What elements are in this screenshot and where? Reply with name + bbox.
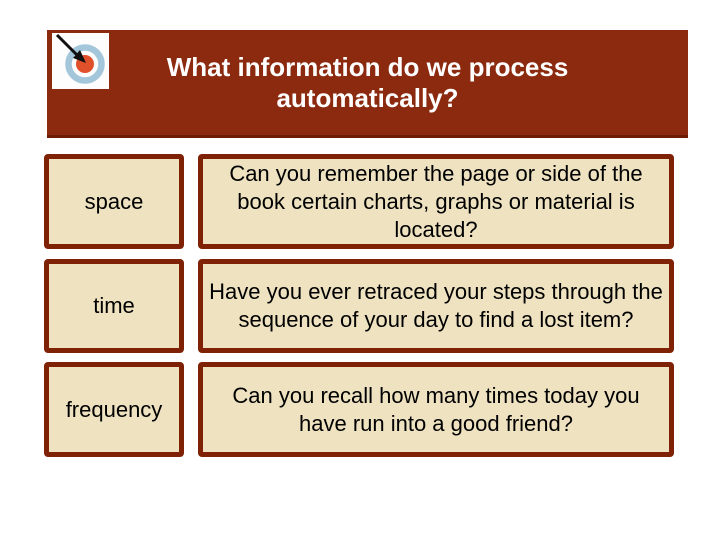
label-box-time: time (44, 259, 184, 353)
title-banner: What information do we process automatic… (47, 30, 688, 138)
row-space: space Can you remember the page or side … (0, 154, 720, 249)
label-box-frequency: frequency (44, 362, 184, 457)
question-box-time: Have you ever retraced your steps throug… (198, 259, 674, 353)
question-box-frequency: Can you recall how many times today you … (198, 362, 674, 457)
slide-title: What information do we process automatic… (166, 51, 569, 113)
bullseye-target-icon (52, 33, 109, 89)
label-box-space: space (44, 154, 184, 249)
row-frequency: frequency Can you recall how many times … (0, 362, 720, 457)
question-box-space: Can you remember the page or side of the… (198, 154, 674, 249)
row-time: time Have you ever retraced your steps t… (0, 259, 720, 353)
